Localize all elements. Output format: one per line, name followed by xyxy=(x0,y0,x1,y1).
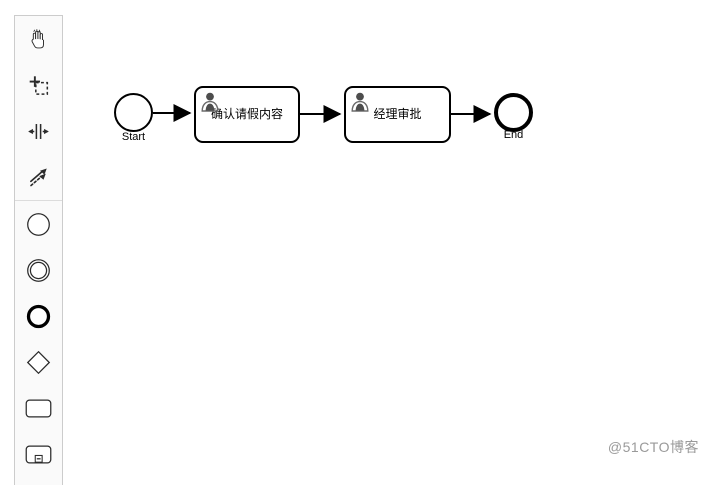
connect-arrow-icon xyxy=(27,166,50,189)
palette-group-elements xyxy=(15,200,62,477)
watermark: @51CTO博客 xyxy=(607,439,699,455)
space-tool-icon xyxy=(27,120,50,143)
user-task-label: 确认请假内容 xyxy=(210,107,283,121)
task-rect-icon xyxy=(25,397,52,420)
hand-icon xyxy=(27,28,50,51)
user-task-manager-approval[interactable]: 经理审批 xyxy=(344,86,451,143)
user-task-icon xyxy=(349,90,371,112)
palette-item-start-event[interactable] xyxy=(15,201,62,247)
user-task-confirm-leave[interactable]: 确认请假内容 xyxy=(194,86,300,143)
palette-item-global-connect-tool[interactable] xyxy=(15,154,62,200)
user-task-icon xyxy=(199,90,221,112)
palette-item-subprocess[interactable] xyxy=(15,431,62,477)
lasso-icon xyxy=(27,74,50,97)
palette-item-space-tool[interactable] xyxy=(15,108,62,154)
palette-item-end-event[interactable] xyxy=(15,293,62,339)
user-task-label: 经理审批 xyxy=(373,107,422,121)
palette-item-hand-tool[interactable] xyxy=(15,16,62,62)
end-event[interactable]: End xyxy=(494,93,533,141)
start-event-icon xyxy=(26,212,51,237)
end-event-icon xyxy=(26,304,51,329)
palette-group-tools xyxy=(15,16,62,200)
gateway-diamond-icon xyxy=(26,350,51,375)
palette-item-task[interactable] xyxy=(15,385,62,431)
palette-item-gateway[interactable] xyxy=(15,339,62,385)
start-event-label: Start xyxy=(121,131,146,143)
end-event-label: End xyxy=(503,129,524,141)
intermediate-event-icon xyxy=(26,258,51,283)
palette-item-lasso-tool[interactable] xyxy=(15,62,62,108)
subprocess-icon xyxy=(25,443,52,466)
bpmn-palette xyxy=(14,15,63,485)
palette-item-intermediate-event[interactable] xyxy=(15,247,62,293)
start-event[interactable]: Start xyxy=(114,93,153,143)
